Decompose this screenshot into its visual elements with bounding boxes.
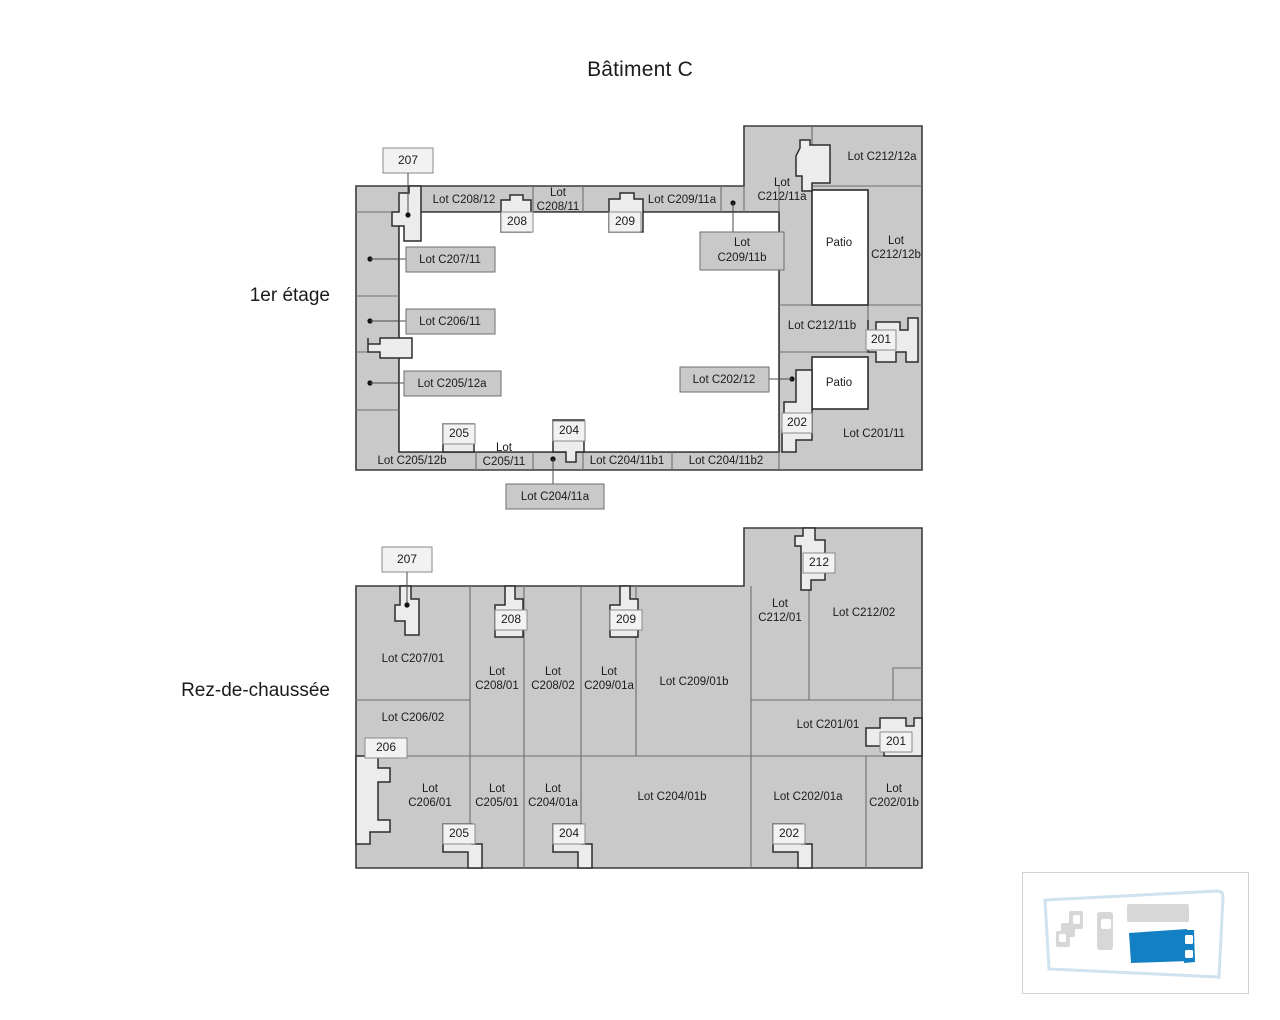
room-tag-label: 201 — [886, 734, 906, 748]
lot-label: Lot C204/01b — [637, 791, 706, 803]
room-tag-label: 207 — [397, 552, 417, 566]
lot-label: Lot C212/11b — [788, 320, 856, 332]
lot-label: Lot C202/01a — [773, 791, 843, 803]
room-tag-label: 204 — [559, 423, 579, 437]
callout-label: Lot C205/12a — [417, 378, 487, 390]
lot-label: C208/02 — [531, 680, 574, 692]
lot-label: Lot C209/01b — [659, 676, 728, 688]
callout-lot-c206-11[interactable]: Lot C206/11 — [367, 308, 496, 335]
lot-label: Lot C204/11b2 — [689, 455, 764, 467]
room-tag-label: 204 — [559, 826, 579, 840]
callout-label: Lot — [734, 237, 751, 249]
lot-label: Lot — [496, 442, 513, 454]
room-tag-204[interactable]: 204 — [552, 420, 586, 442]
lot-label: Patio — [826, 237, 852, 249]
lot-label: Lot C209/11a — [648, 194, 717, 206]
lot-label: Lot — [545, 783, 562, 795]
lot-label: Lot — [489, 783, 506, 795]
minimap-other-buildings — [1056, 904, 1189, 950]
callout-lot-c209-11b[interactable]: Lot C209/11b — [699, 200, 785, 271]
room-tag-label: 208 — [507, 214, 527, 228]
room-tag-label: 205 — [449, 826, 469, 840]
lot-label: Lot C206/02 — [382, 712, 445, 724]
lot-label: C204/01a — [528, 797, 578, 809]
lot-label: Lot — [550, 187, 567, 199]
lot-label: C208/11 — [537, 201, 580, 213]
lot-label: Lot — [886, 783, 903, 795]
lot-label: Lot C207/01 — [382, 653, 445, 665]
lot-label: Lot — [422, 783, 439, 795]
lot-label: Lot — [489, 666, 506, 678]
lot-label: C212/11a — [757, 191, 807, 203]
lot-label: Lot — [774, 177, 791, 189]
room-tag-label: 201 — [871, 332, 891, 346]
lot-label: C205/01 — [475, 797, 518, 809]
lot-label: Lot C208/12 — [433, 194, 496, 206]
lot-label: C202/01b — [869, 797, 919, 809]
room-tag-202[interactable]: 202 — [772, 823, 806, 845]
callout-lot-c202-12[interactable]: Lot C202/12 — [679, 366, 795, 393]
room-tag-label: 212 — [809, 555, 829, 569]
room-tag-label: 207 — [398, 153, 418, 167]
lot-label: C209/01a — [584, 680, 634, 692]
floor-caption-ground-floor: Rez-de-chaussée — [181, 680, 330, 701]
room-tag-212[interactable]: 212 — [802, 552, 836, 574]
lot-label: Lot C205/12b — [377, 455, 446, 467]
room-tag-209[interactable]: 209 — [608, 211, 642, 233]
room-tag-206[interactable]: 206 — [364, 737, 408, 759]
lot-label: Lot C204/11b1 — [590, 455, 665, 467]
lot-label: Lot — [601, 666, 618, 678]
room-tag-label: 205 — [449, 426, 469, 440]
room-tag-209[interactable]: 209 — [609, 609, 643, 631]
minimap-svg — [1043, 889, 1225, 979]
lot-label: Lot C212/12a — [847, 151, 917, 163]
lot-label: C206/01 — [408, 797, 451, 809]
callout-lot-c207-11[interactable]: Lot C207/11 — [367, 246, 496, 273]
callout-lot-c205-12a[interactable]: Lot C205/12a — [367, 370, 502, 397]
site-overview-minimap[interactable] — [1022, 872, 1249, 994]
lot-label: Patio — [826, 377, 852, 389]
lot-label: C212/01 — [758, 612, 801, 624]
lot-label: C205/11 — [483, 456, 526, 468]
room-tag-label: 209 — [615, 214, 635, 228]
page-title: Bâtiment C — [587, 58, 693, 81]
room-tag-207[interactable]: 207 — [382, 147, 434, 218]
room-tag-label: 209 — [616, 612, 636, 626]
room-tag-201[interactable]: 201 — [879, 731, 913, 753]
floor-caption-first-floor: 1er étage — [249, 285, 330, 306]
room-tag-label: 206 — [376, 740, 396, 754]
lot-label: Lot — [772, 598, 789, 610]
callout-lot-c204-11a[interactable]: Lot C204/11a — [505, 456, 605, 510]
room-tag-201[interactable]: 201 — [865, 329, 897, 351]
lot-label: Lot C201/11 — [843, 428, 905, 440]
room-tag-208[interactable]: 208 — [494, 609, 528, 631]
lot-label: Lot — [888, 235, 905, 247]
room-tag-205[interactable]: 205 — [442, 823, 476, 845]
callout-label: Lot C202/12 — [693, 374, 756, 386]
room-tag-label: 208 — [501, 612, 521, 626]
lot-label: Lot C212/02 — [833, 607, 896, 619]
callout-label: Lot C204/11a — [521, 491, 590, 503]
room-tag-label: 202 — [787, 415, 807, 429]
lot-label: Lot C201/01 — [797, 719, 860, 731]
lot-label: C212/12b — [871, 249, 921, 261]
callout-label: Lot C207/11 — [419, 254, 481, 266]
room-tag-label: 202 — [779, 826, 799, 840]
room-tag-208[interactable]: 208 — [500, 211, 534, 233]
callout-label: Lot C206/11 — [419, 316, 481, 328]
lot-label: Lot — [545, 666, 562, 678]
lot-label: C208/01 — [475, 680, 518, 692]
callout-label: C209/11b — [717, 252, 766, 264]
minimap-highlight-building-c[interactable] — [1129, 929, 1195, 963]
room-tag-207[interactable]: 207 — [381, 546, 433, 608]
room-tag-205[interactable]: 205 — [442, 423, 476, 445]
room-tag-202[interactable]: 202 — [781, 412, 813, 434]
room-tag-204[interactable]: 204 — [552, 823, 586, 845]
